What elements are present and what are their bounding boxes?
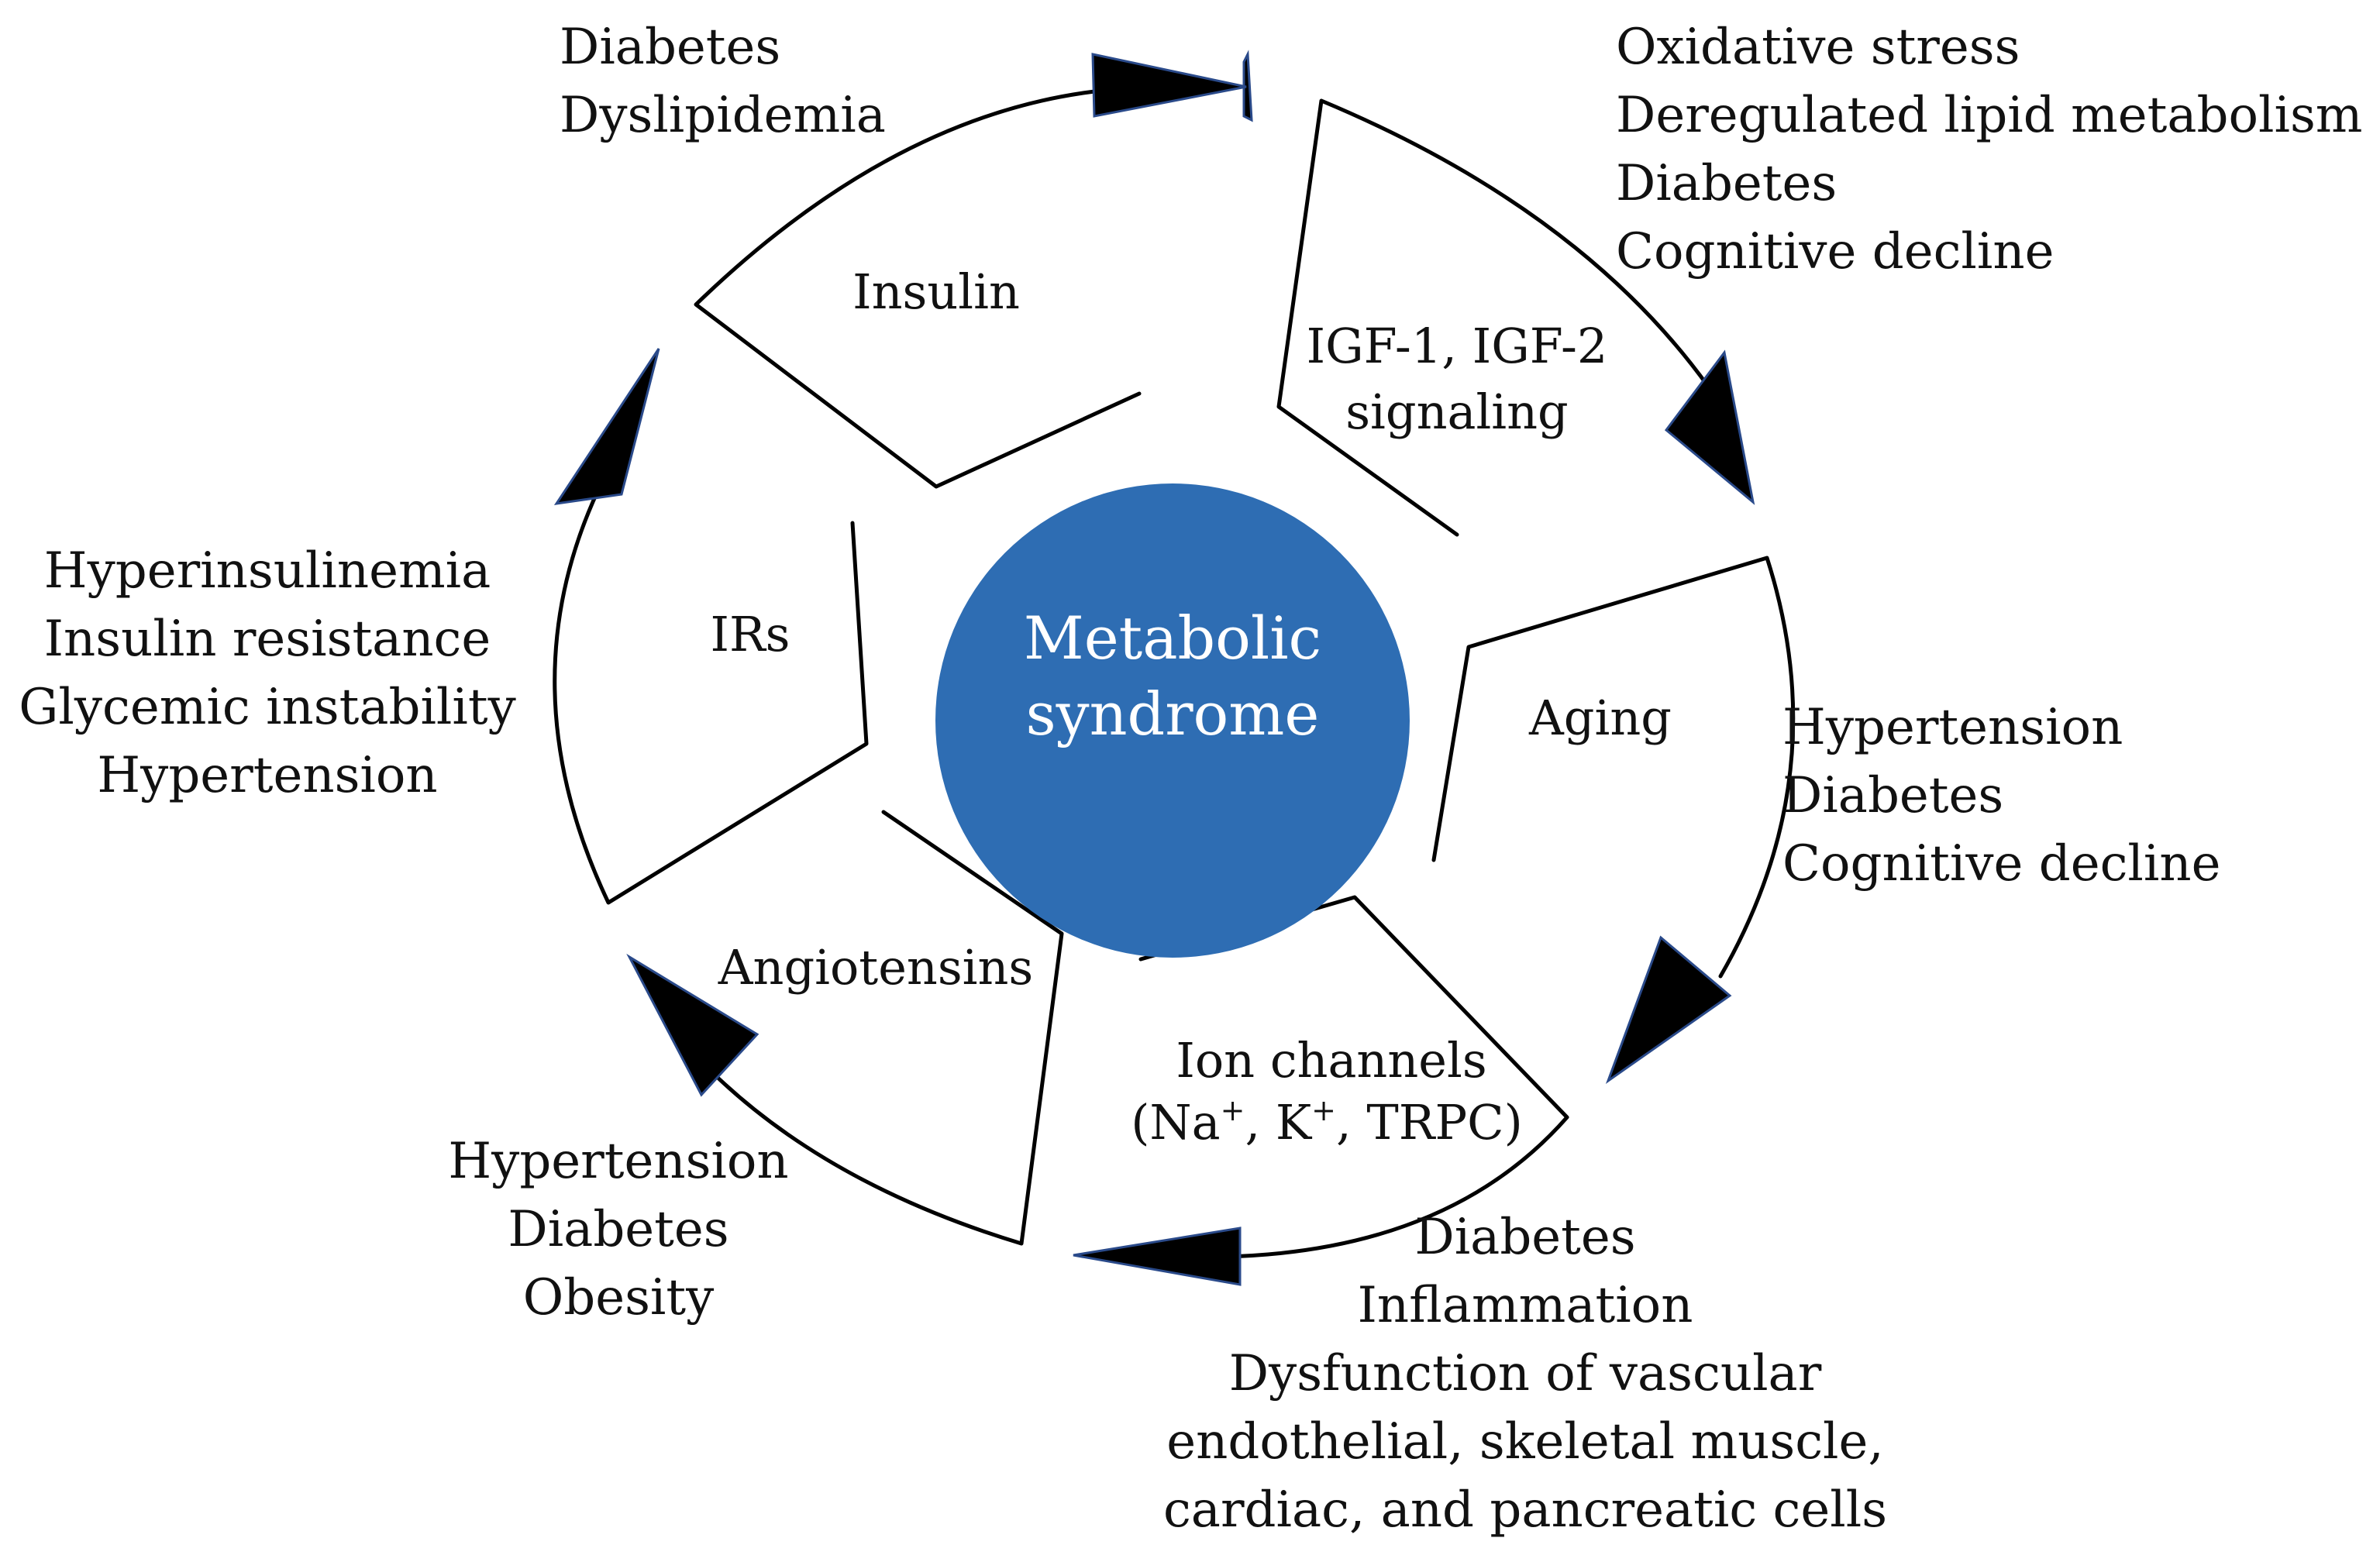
- ion-k: , K: [1245, 1094, 1312, 1151]
- outcome-line: Diabetes: [1414, 1209, 1635, 1266]
- outcome-line: Dysfunction of vascular: [1229, 1345, 1822, 1402]
- ion-prefix: (Na: [1131, 1094, 1220, 1151]
- ion-channels-segment-outline: [1138, 895, 1569, 1259]
- center-title-line1: Metabolic: [1024, 604, 1321, 673]
- irs-outcomes: Hyperinsulinemia Insulin resistance Glyc…: [19, 542, 515, 804]
- igf-outcomes: Oxidative stress Deregulated lipid metab…: [1616, 19, 2362, 280]
- center-circle: [935, 483, 1410, 958]
- outcome-line: Deregulated lipid metabolism: [1616, 87, 2362, 144]
- insulin-outcomes: Diabetes Dyslipidemia: [560, 19, 886, 144]
- outcome-line: Hypertension: [1782, 699, 2123, 756]
- angiotensins-label: Angiotensins: [718, 939, 1033, 996]
- arrowhead-irs-icon: [553, 348, 660, 505]
- outcome-line: Hypertension: [97, 747, 437, 804]
- outcome-line: Glycemic instability: [19, 679, 515, 736]
- aging-label: Aging: [1528, 690, 1672, 746]
- outcome-line: cardiac, and pancreatic cells: [1163, 1481, 1887, 1539]
- outcome-line: Oxidative stress: [1616, 19, 2020, 76]
- outcome-line: Diabetes: [560, 19, 780, 76]
- angiotensins-segment-outline: [711, 810, 1064, 1246]
- outcome-line: Dyslipidemia: [560, 87, 886, 144]
- arrowhead-insulin-icon: [1242, 50, 1253, 122]
- igf-label-line1: IGF-1, IGF-2: [1307, 318, 1608, 374]
- outcome-line: Obesity: [523, 1269, 715, 1326]
- ion-suffix: , TRPC): [1336, 1094, 1523, 1151]
- outcome-line: Insulin resistance: [44, 611, 491, 668]
- outcome-line: Cognitive decline: [1616, 223, 2054, 280]
- outcome-line: Inflammation: [1358, 1277, 1693, 1334]
- outcome-line: endothelial, skeletal muscle,: [1166, 1413, 1883, 1471]
- outcome-line: Hypertension: [448, 1133, 788, 1190]
- igf-label-line2: signaling: [1345, 384, 1569, 440]
- ion-channel-outcomes: Diabetes Inflammation Dysfunction of vas…: [1163, 1209, 1887, 1539]
- arrowhead-igf-icon: [1664, 349, 1755, 505]
- ion-channels-label-line2: (Na+, K+, TRPC): [1131, 1093, 1523, 1151]
- aging-outcomes: Hypertension Diabetes Cognitive decline: [1782, 699, 2220, 893]
- aging-segment-outline: [1431, 556, 1796, 979]
- arrowhead-aging-icon: [1605, 935, 1732, 1084]
- outcome-line: Cognitive decline: [1782, 835, 2220, 893]
- ion-channels-label-line1: Ion channels: [1176, 1032, 1486, 1089]
- center-title-line2: syndrome: [1026, 680, 1320, 748]
- angiotensins-outcomes: Hypertension Diabetes Obesity: [448, 1133, 788, 1326]
- outcome-line: Diabetes: [1782, 767, 2003, 824]
- ion-superscript-1: +: [1221, 1093, 1245, 1127]
- outcome-line: Diabetes: [1616, 155, 1837, 212]
- insulin-label: Insulin: [852, 263, 1020, 320]
- outcome-line: Diabetes: [508, 1201, 728, 1258]
- arrowhead-ion-icon: [1073, 1227, 1242, 1286]
- insulin-segment-outline: [694, 85, 1149, 489]
- igf-segment-outline: [1276, 98, 1711, 537]
- irs-segment-outline: [553, 463, 869, 905]
- irs-label: IRs: [711, 606, 790, 662]
- outcome-line: Hyperinsulinemia: [44, 542, 491, 600]
- arrowhead-angiotensins-icon: [626, 953, 759, 1097]
- ion-superscript-2: +: [1311, 1093, 1336, 1127]
- arrowhead-top-icon: [1091, 53, 1247, 118]
